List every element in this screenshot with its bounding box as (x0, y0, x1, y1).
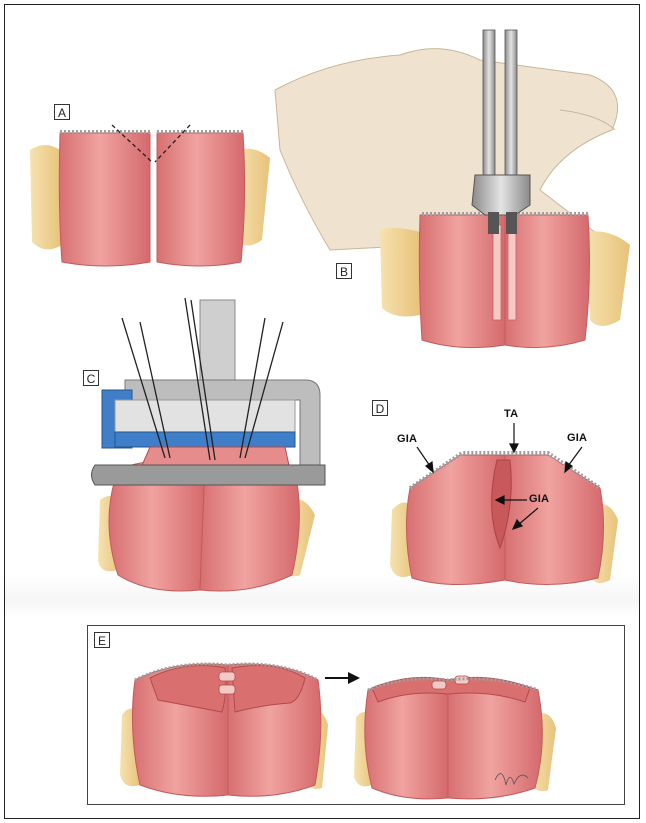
annotation-gia-right: GIA (567, 432, 587, 444)
annotation-gia-center: GIA (529, 493, 549, 505)
panel-d-illustration (390, 423, 618, 585)
panel-b-illustration (275, 30, 630, 348)
annotation-gia-left: GIA (397, 433, 417, 445)
panel-c-illustration (92, 298, 326, 591)
panel-e-box (87, 625, 625, 805)
panel-d-label: D (372, 400, 388, 416)
annotation-ta: TA (504, 408, 518, 420)
panel-a-label: A (54, 104, 70, 120)
panel-b-label: B (336, 263, 352, 279)
panel-a-illustration (30, 125, 270, 266)
panel-e-label: E (94, 632, 110, 648)
panel-c-label: C (83, 370, 99, 386)
